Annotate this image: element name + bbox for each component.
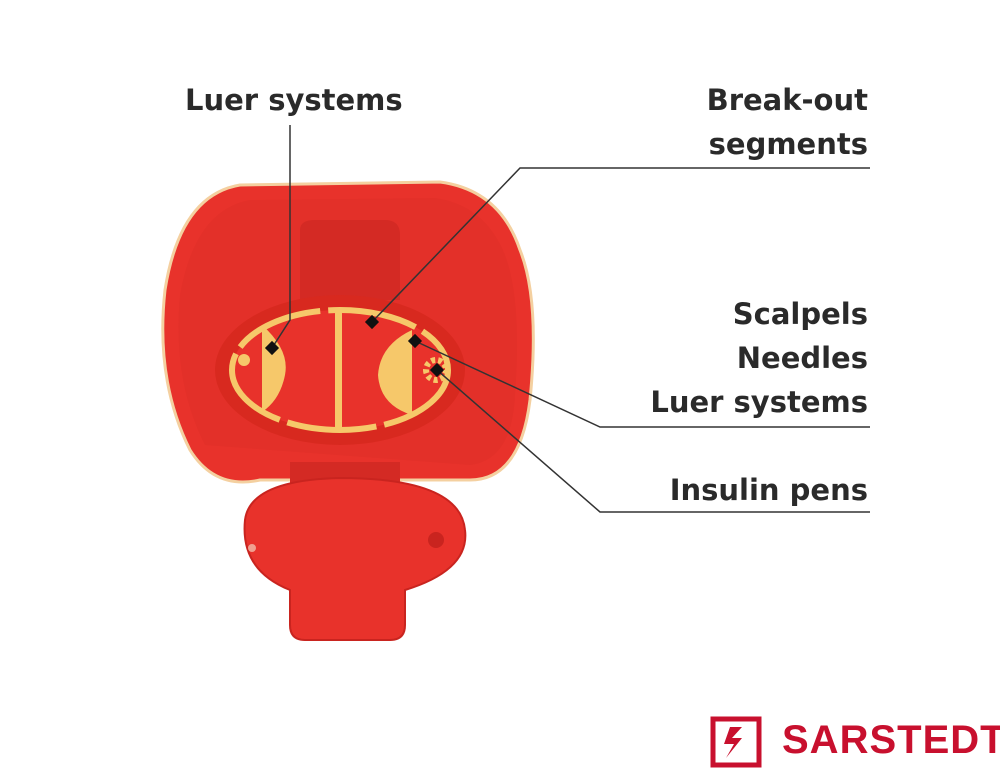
insulin-pen-segment — [423, 357, 449, 383]
brand-logo-text: SARSTEDT — [782, 718, 1000, 762]
label-needles: Needles — [736, 341, 868, 375]
scalpel-segment — [378, 330, 412, 415]
lid-flap — [243, 476, 467, 641]
label-scalpels: Scalpels — [732, 297, 868, 331]
label-luer-systems-right: Luer systems — [650, 385, 868, 419]
label-insulin-pens: Insulin pens — [669, 473, 868, 507]
label-line: segments — [708, 127, 868, 161]
label-line: Break-out — [706, 83, 868, 117]
sarstedt-logo-icon — [710, 716, 762, 768]
label-break-out-segments: Break-out segments — [707, 78, 868, 166]
label-luer-systems-top: Luer systems — [185, 83, 403, 117]
label-sharps-group: Scalpels Needles Luer systems — [650, 292, 868, 424]
